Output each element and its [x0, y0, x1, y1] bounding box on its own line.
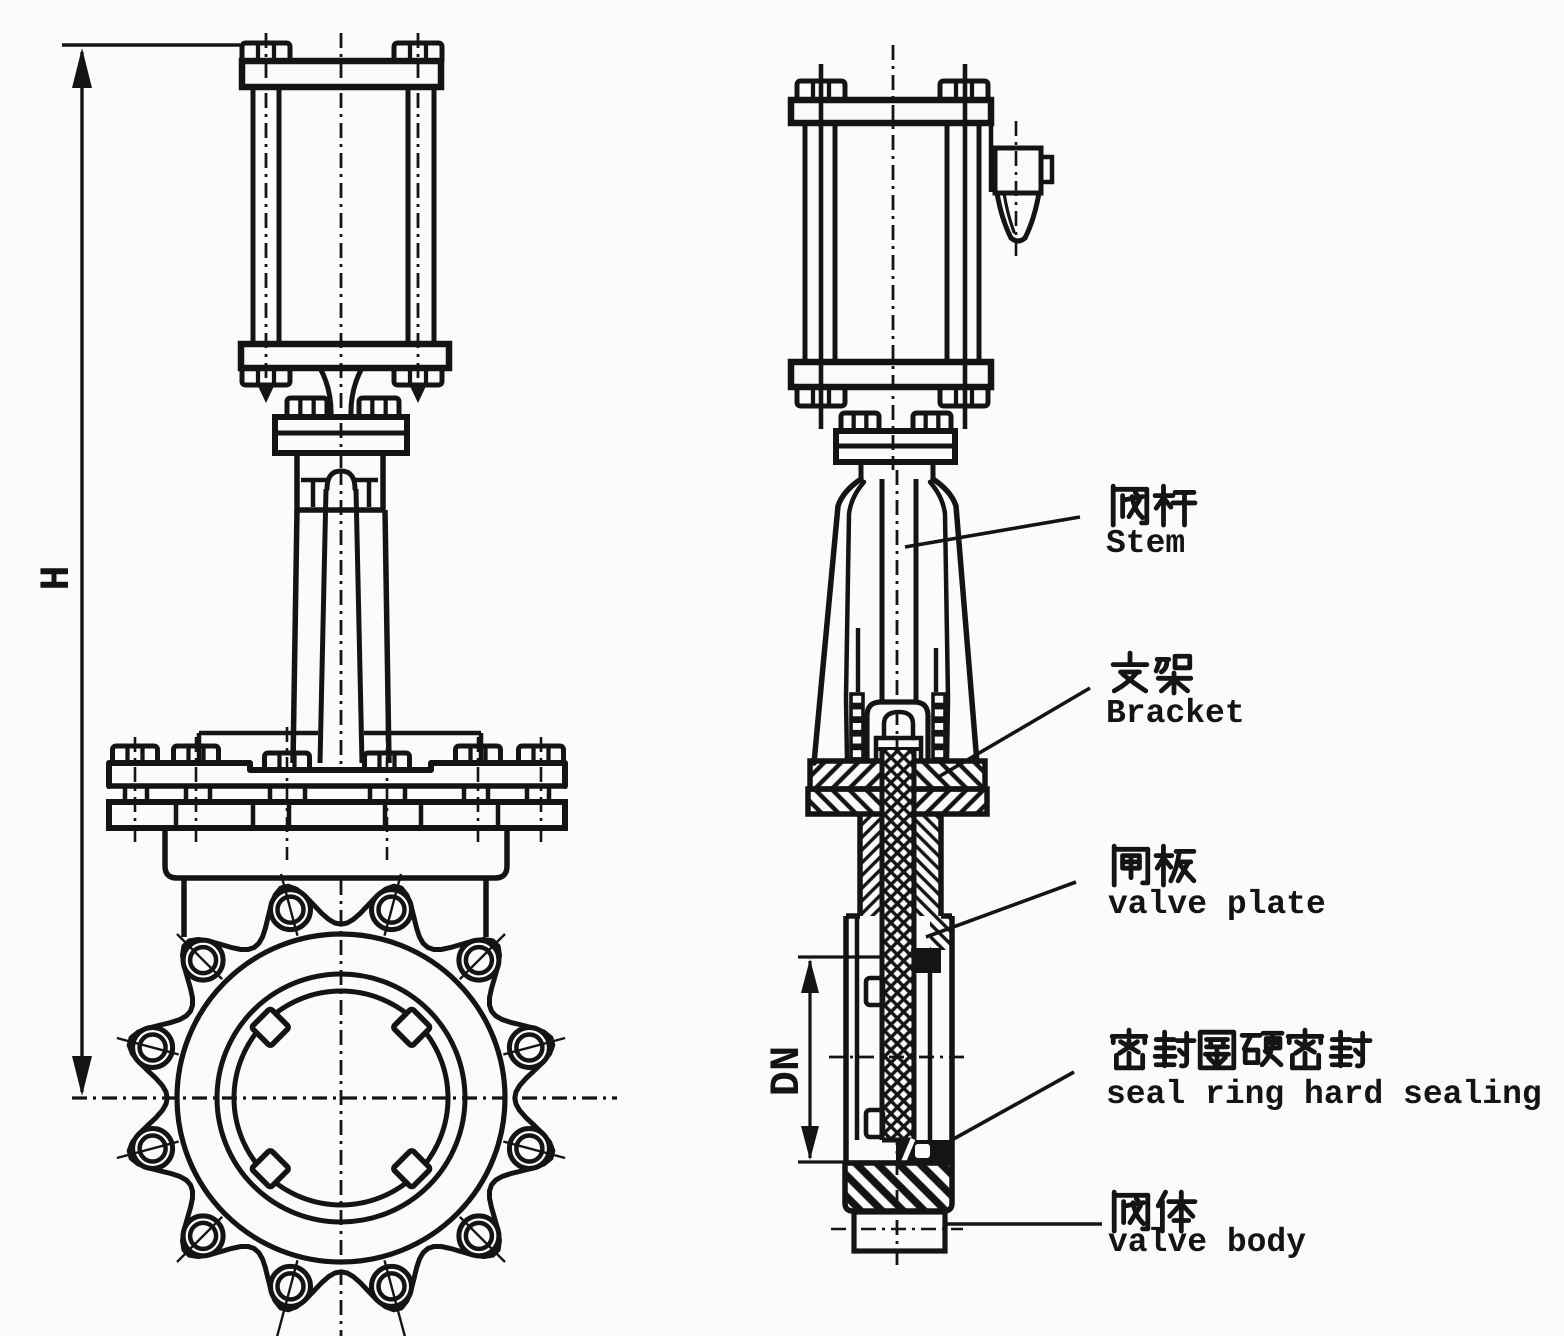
svg-text:seal ring hard sealing: seal ring hard sealing: [1106, 1076, 1542, 1113]
svg-text:H: H: [33, 565, 81, 590]
svg-text:Stem: Stem: [1106, 525, 1185, 562]
svg-text:Bracket: Bracket: [1106, 695, 1245, 732]
svg-text:valve plate: valve plate: [1108, 886, 1326, 923]
svg-text:valve body: valve body: [1108, 1224, 1306, 1261]
svg-text:DN: DN: [763, 1046, 811, 1096]
